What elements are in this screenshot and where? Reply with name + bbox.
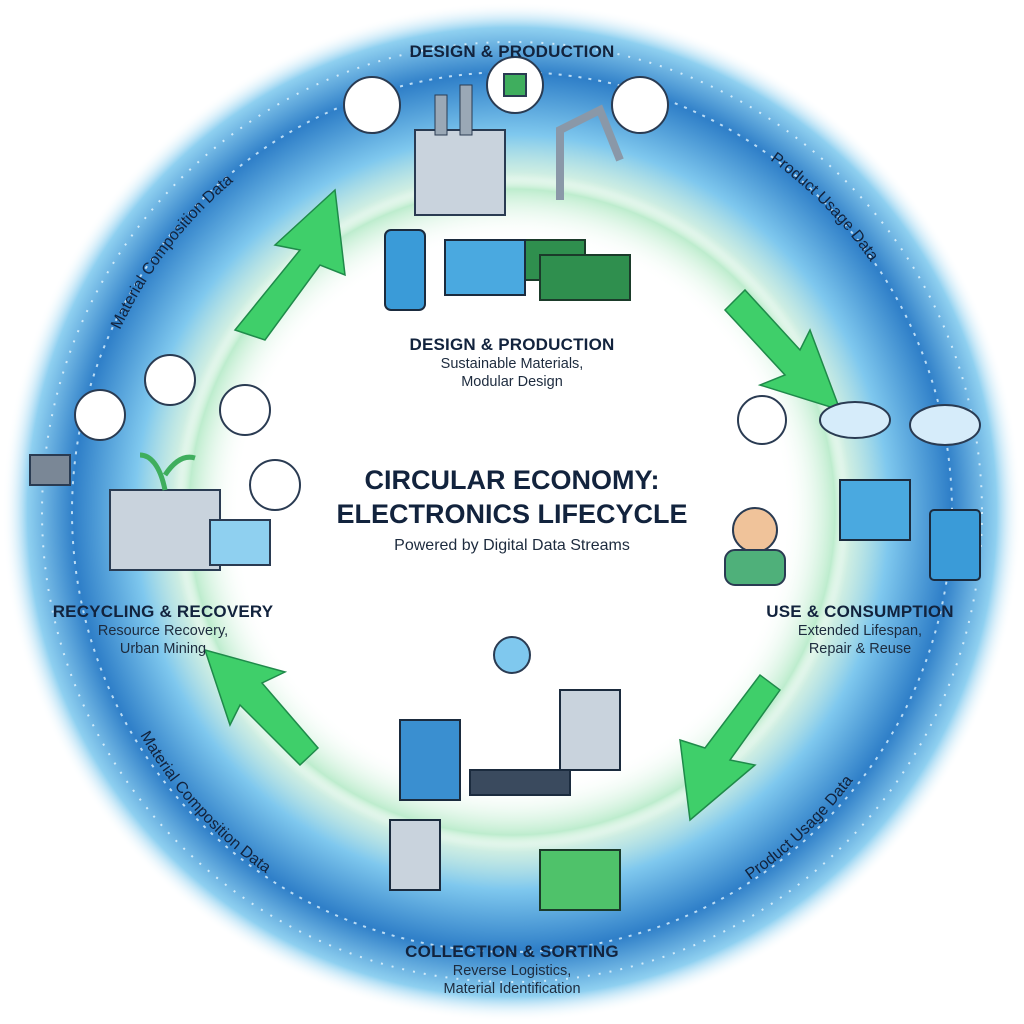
robot-arm-icon <box>556 104 624 200</box>
gear-icon <box>493 636 531 674</box>
scanner-icon <box>559 689 621 771</box>
stage-description: Resource Recovery, <box>97 623 229 639</box>
tablet-icon <box>929 509 981 581</box>
stage-description: Reverse Logistics, <box>452 963 572 979</box>
design-icons <box>343 56 669 134</box>
motherboard-icon <box>539 254 631 301</box>
stage-collection-sorting: COLLECTION & SORTING Reverse Logistics, … <box>405 942 619 998</box>
phone-icon <box>737 395 787 445</box>
top-stage-heading: DESIGN & PRODUCTION <box>410 42 615 62</box>
binary-stream <box>41 41 983 983</box>
stage-use-consumption: USE & CONSUMPTION Extended Lifespan, Rep… <box>766 602 954 658</box>
factory-illustration <box>384 84 631 311</box>
robot-icon <box>611 76 669 134</box>
stage-description: Urban Mining <box>119 641 207 657</box>
stage-design-production: DESIGN & PRODUCTION Sustainable Material… <box>410 335 615 391</box>
stage-heading: COLLECTION & SORTING <box>405 942 619 961</box>
blueprint-icon <box>343 76 401 134</box>
arrow-top-right <box>723 288 842 412</box>
recycling-bin-icon <box>399 719 461 801</box>
green-bin-icon <box>539 849 621 911</box>
title-line-2: ELECTRONICS LIFECYCLE <box>336 499 688 529</box>
smartphone-icon <box>384 229 426 311</box>
cloud-icon <box>909 404 981 446</box>
trash-bin-icon <box>389 819 441 891</box>
recycling-illustration <box>29 354 301 571</box>
stage-heading: DESIGN & PRODUCTION <box>409 335 615 354</box>
collection-illustration <box>389 636 621 911</box>
inner-glow <box>167 167 857 857</box>
stage-description: Modular Design <box>461 374 563 390</box>
stage-description: Repair & Reuse <box>808 641 912 657</box>
conveyor-icon <box>469 769 571 796</box>
arrow-bottom-left <box>203 648 320 767</box>
stage-description: Sustainable Materials, <box>440 356 584 372</box>
cloud-icon <box>819 401 891 439</box>
arrow-top-left <box>233 188 346 341</box>
chemical-bath-icon <box>209 519 271 566</box>
laptop-icon <box>839 479 911 541</box>
stage-recycling-recovery: RECYCLING & RECOVERY Resource Recovery, … <box>53 602 274 658</box>
granules-icon <box>219 384 271 436</box>
recycling-plant-icon <box>109 489 221 571</box>
ingot-icon <box>74 389 126 441</box>
ore-icon <box>144 354 196 406</box>
laptop-icon <box>444 239 526 296</box>
stage-heading: USE & CONSUMPTION <box>766 602 954 621</box>
stage-description: Extended Lifespan, <box>797 623 923 639</box>
title-line-1: CIRCULAR ECONOMY: <box>364 465 660 495</box>
use-illustration <box>724 395 981 586</box>
center-title: CIRCULAR ECONOMY: ELECTRONICS LIFECYCLE … <box>336 463 687 555</box>
stage-description: Material Identification <box>443 981 581 997</box>
rock-icon <box>249 459 301 511</box>
sprout-icon <box>139 452 196 491</box>
heading: DESIGN & PRODUCTION <box>409 42 615 61</box>
arrow-bottom-right <box>679 673 782 822</box>
stage-heading: RECYCLING & RECOVERY <box>52 602 274 621</box>
flow-arrows <box>203 188 842 822</box>
subtitle: Powered by Digital Data Streams <box>394 537 630 554</box>
person-icon <box>732 507 778 553</box>
smelting-ladle-icon <box>29 454 71 486</box>
